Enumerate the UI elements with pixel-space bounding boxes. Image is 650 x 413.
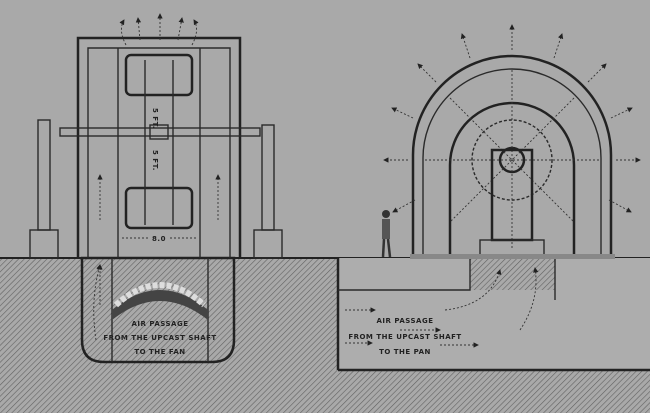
left-upcast-shaft: AIR PASSAGE FROM THE UPCAST SHAFT TO THE… xyxy=(80,256,236,364)
left-engine xyxy=(29,119,59,259)
left-passage-label-2: FROM THE UPCAST SHAFT xyxy=(103,334,216,342)
width-dimension: 8.0 xyxy=(152,235,166,243)
right-passage-label-3: TO THE PAN xyxy=(379,348,431,356)
upper-dimension: 5 FT. xyxy=(151,108,159,129)
right-passage-label-1: AIR PASSAGE xyxy=(377,317,434,325)
person-figure xyxy=(381,210,392,258)
right-engine xyxy=(253,124,283,259)
left-passage-label-3: TO THE FAN xyxy=(134,348,185,356)
radial-air-arrows xyxy=(383,24,641,213)
left-fan-house: 5 FT. 5 FT. 8.0 xyxy=(29,13,283,259)
right-passage-label-2: FROM THE UPCAST SHAFT xyxy=(348,333,461,341)
left-passage-label-1: AIR PASSAGE xyxy=(132,320,189,328)
right-air-passage: AIR PASSAGE FROM THE UPCAST SHAFT TO THE… xyxy=(336,258,650,372)
lower-dimension: 5 FT. xyxy=(151,150,159,171)
right-fan xyxy=(383,24,641,259)
brick-arch xyxy=(112,290,208,320)
